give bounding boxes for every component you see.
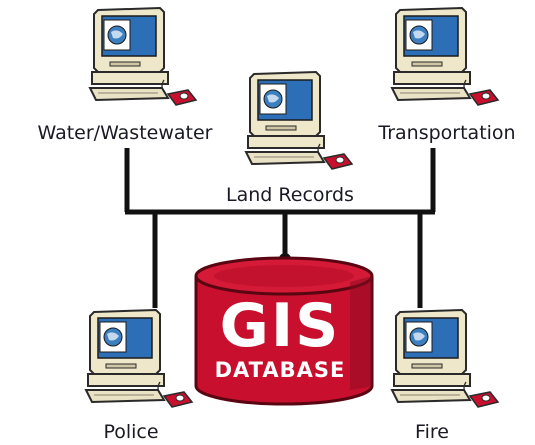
computer-icon-transportation (391, 7, 499, 106)
database-title: GIS (220, 291, 341, 361)
computer-icon-police (85, 309, 193, 408)
label-fire: Fire (415, 421, 449, 443)
network-lines (124, 148, 436, 308)
label-water-wastewater: Water/Wastewater (38, 122, 213, 144)
database-subtitle: DATABASE (215, 358, 346, 382)
computer-icon-water (89, 7, 197, 106)
label-land-records: Land Records (226, 184, 354, 206)
gis-database-cylinder: GIS DATABASE (194, 256, 374, 406)
label-transportation: Transportation (377, 122, 515, 144)
computer-icon-fire (391, 309, 499, 408)
label-police: Police (103, 421, 158, 443)
computer-icon-land-records (245, 71, 353, 170)
